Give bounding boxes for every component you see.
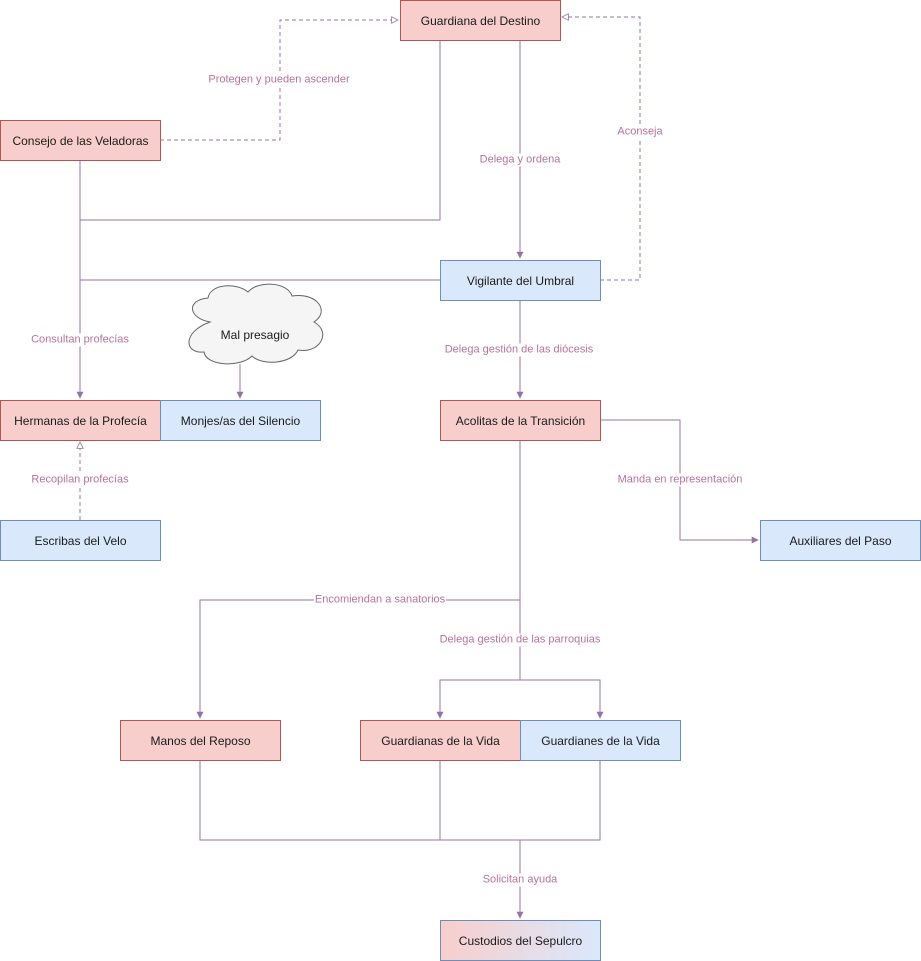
node-manos-del-reposo[interactable]: Manos del Reposo: [120, 720, 281, 761]
label-encomiendan: Encomiendan a sanatorios: [313, 593, 447, 607]
label-solicitan: Solicitan ayuda: [481, 873, 559, 887]
node-auxiliares-del-paso[interactable]: Auxiliares del Paso: [760, 520, 921, 561]
node-guardiana-del-destino[interactable]: Guardiana del Destino: [400, 0, 561, 41]
cloud-mal-presagio-label: Mal presagio: [220, 328, 290, 342]
label-delega-diocesis: Delega gestión de las diócesis: [443, 343, 595, 357]
label-recopilan: Recopilan profecías: [30, 473, 130, 487]
label-manda: Manda en representación: [616, 473, 744, 487]
node-escribas-del-velo[interactable]: Escribas del Velo: [0, 520, 161, 561]
edge-consejo-guardiana: [160, 20, 398, 141]
node-vigilante-del-umbral[interactable]: Vigilante del Umbral: [440, 260, 601, 301]
node-custodios-del-sepulcro[interactable]: Custodios del Sepulcro: [440, 920, 601, 961]
edge-acolitas-manos: [196, 599, 520, 719]
label-aconseja: Aconseja: [616, 125, 664, 139]
node-guardianes-de-la-vida[interactable]: Guardianes de la Vida: [520, 720, 681, 761]
edge-acolitas-guardianes: [520, 679, 604, 719]
cloud-shape: [188, 283, 324, 365]
label-protegen: Protegen y pueden ascender: [207, 73, 351, 87]
node-hermanas-de-la-profecia[interactable]: Hermanas de la Profecía: [0, 400, 161, 441]
label-delega-parroquias: Delega gestión de las parroquias: [438, 633, 602, 647]
node-acolitas-de-la-transicion[interactable]: Acolitas de la Transición: [440, 400, 601, 441]
node-guardianas-de-la-vida[interactable]: Guardianas de la Vida: [360, 720, 521, 761]
label-delega-ordena: Delega y ordena: [478, 153, 562, 167]
node-consejo-de-las-veladoras[interactable]: Consejo de las Veladoras: [0, 120, 161, 161]
node-monjes-del-silencio[interactable]: Monjes/as del Silencio: [160, 400, 321, 441]
edge-guardiana-hermanas: [80, 40, 441, 221]
edge-vigilante-guardiana: [562, 17, 641, 281]
label-consultan: Consultan profecías: [30, 333, 130, 347]
edge-acolitas-guardianas: [436, 679, 520, 719]
edge-manos-custodios: [199, 760, 601, 841]
